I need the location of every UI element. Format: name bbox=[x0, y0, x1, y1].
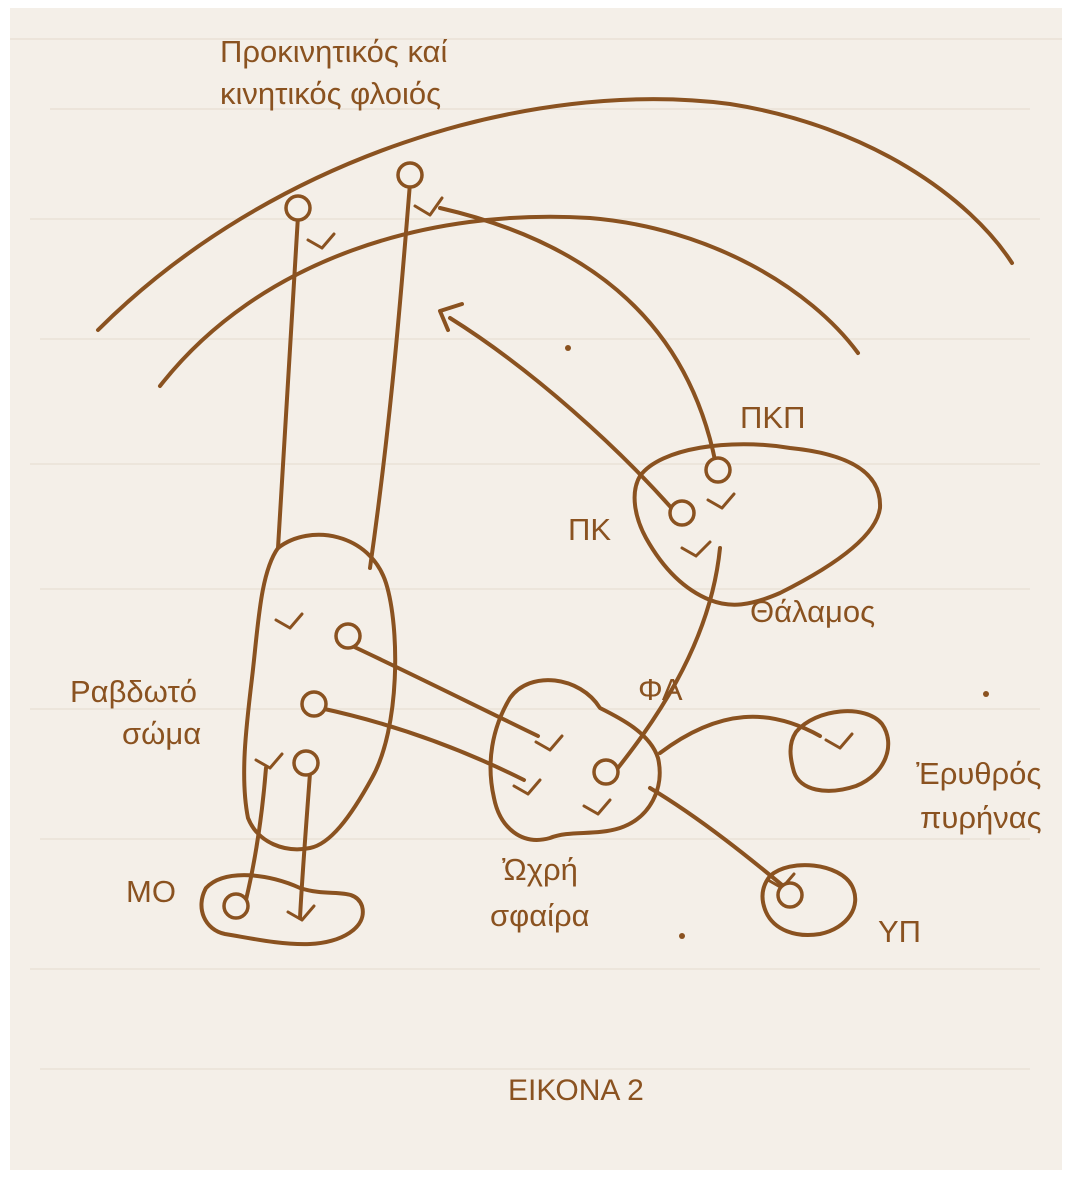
pallidum-efferent bbox=[610, 548, 720, 778]
neuron-cortex-right bbox=[398, 163, 422, 187]
label-cortex-line1: Προκινητικός καί bbox=[220, 34, 447, 69]
thalamus-outline bbox=[635, 444, 880, 605]
neuron-subthalamic bbox=[778, 883, 802, 907]
label-striatum-line1: Ραβδωτό bbox=[70, 674, 197, 709]
label-red-nucleus-line2: πυρήνας bbox=[920, 800, 1042, 835]
dot-marker bbox=[565, 345, 571, 351]
label-pallidum-line2: σφαίρα bbox=[490, 898, 590, 933]
neuron-pkp bbox=[706, 458, 730, 482]
red-nucleus-outline bbox=[791, 711, 889, 791]
label-pkp: ΠΚΠ bbox=[740, 400, 805, 435]
striatum-to-mo-fiber bbox=[300, 773, 310, 918]
dot-marker-3 bbox=[679, 933, 685, 939]
subthalamic-outline bbox=[763, 865, 856, 935]
synapse-forks bbox=[256, 198, 852, 920]
dot-marker-2 bbox=[983, 691, 989, 697]
label-pallidum-line1: Ὠχρή bbox=[502, 852, 578, 887]
label-striatum-line2: σώμα bbox=[122, 716, 201, 751]
cortex-outer-arc bbox=[98, 99, 1012, 330]
label-thalamus: Θάλαμος bbox=[750, 594, 875, 629]
scanned-page: Προκινητικός καί κινητικός φλοιός ΠΚΠ ΠΚ… bbox=[10, 8, 1062, 1170]
label-fa: ΦΑ bbox=[638, 672, 683, 707]
label-red-nucleus-line1: Ἐρυθρός bbox=[916, 756, 1041, 791]
label-cortex-line2: κινητικός φλοιός bbox=[220, 76, 441, 111]
label-pk: ΠΚ bbox=[568, 512, 611, 547]
pallidum-outline bbox=[491, 680, 660, 840]
neuron-pk bbox=[670, 501, 694, 525]
pkp-to-cortex-fiber bbox=[440, 208, 718, 476]
basal-ganglia-diagram: Προκινητικός καί κινητικός φλοιός ΠΚΠ ΠΚ… bbox=[10, 8, 1062, 1170]
label-yp: ΥΠ bbox=[878, 914, 921, 949]
neuron-cortex-left bbox=[286, 196, 310, 220]
pallidum-to-subthalamic bbox=[650, 788, 800, 900]
neuron-striatum-bottom bbox=[294, 751, 318, 775]
figure-caption: ΕΙΚΟΝΑ 2 bbox=[508, 1074, 644, 1107]
cortex-to-mo-fiber bbox=[278, 216, 298, 548]
label-mo: ΜΟ bbox=[126, 874, 176, 909]
neuron-striatum-upper bbox=[336, 624, 360, 648]
neuron-pallidum bbox=[594, 760, 618, 784]
neuron-striatum-lower bbox=[302, 692, 326, 716]
neuron-mo bbox=[224, 894, 248, 918]
